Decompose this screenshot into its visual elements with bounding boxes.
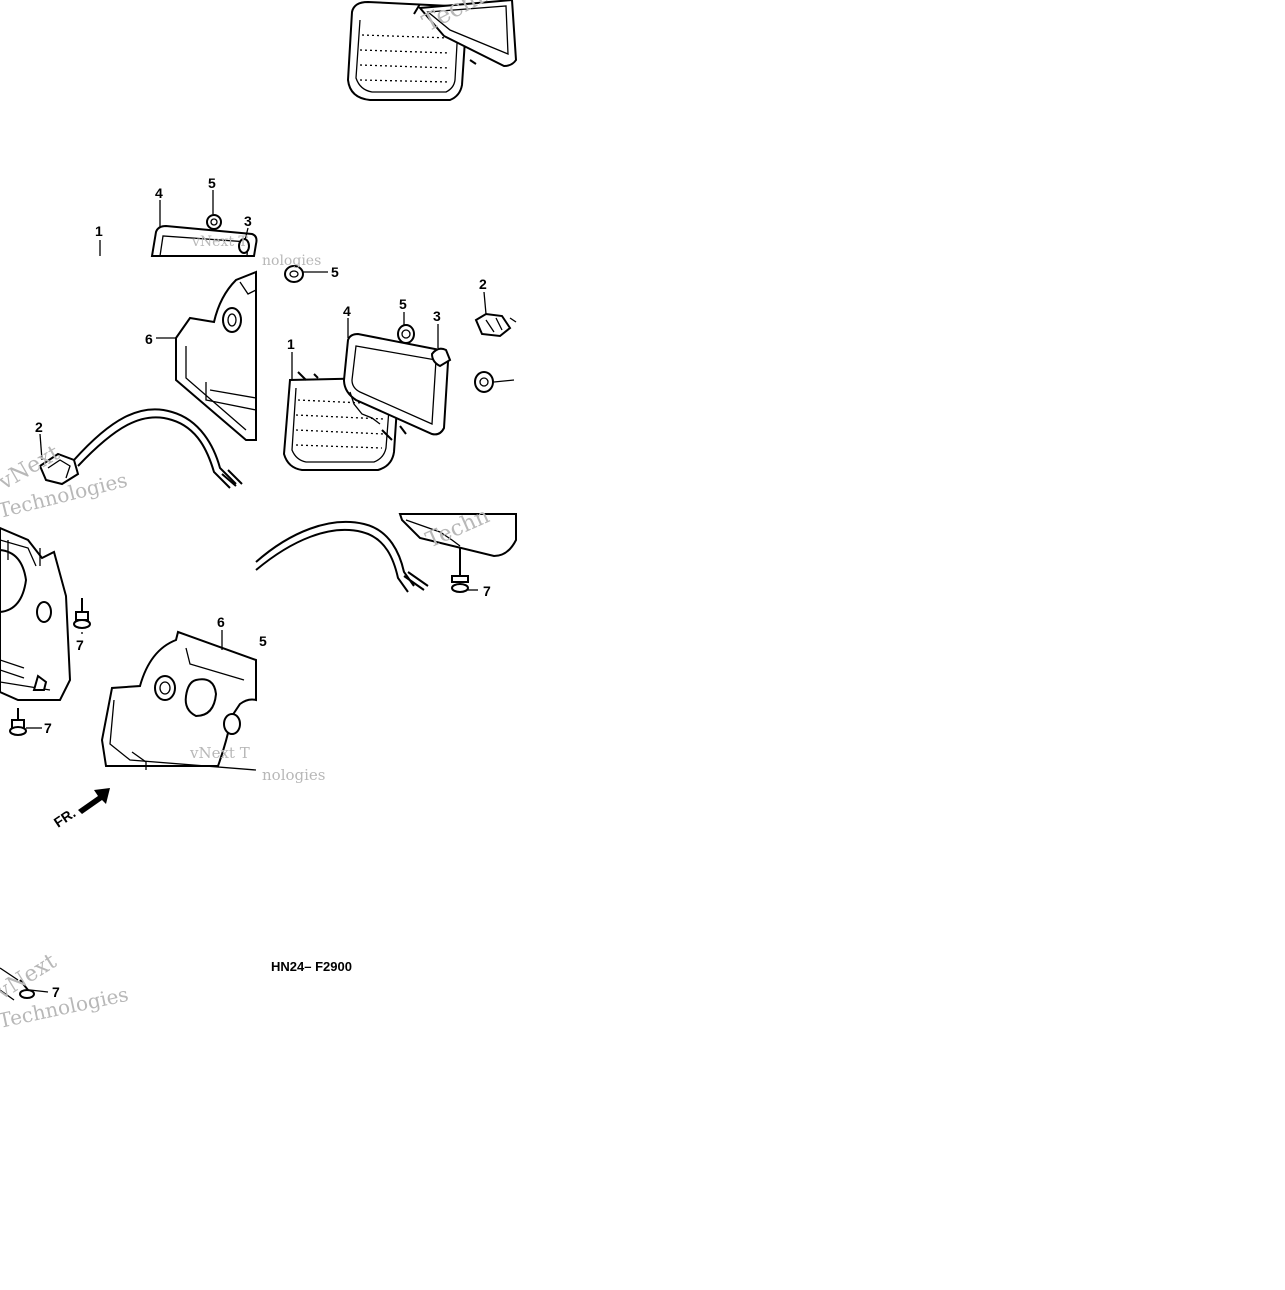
callout-5-left: 5 <box>208 175 216 191</box>
watermark-tile-b-center: nologies <box>262 766 326 784</box>
callout-7-left-b: 7 <box>44 720 52 736</box>
callout-5-center: 5 <box>259 633 267 649</box>
watermark-tile-c-top: vNext T <box>191 234 248 250</box>
callout-7-left-c: 7 <box>52 984 60 1000</box>
callout-1-right: 1 <box>287 336 295 352</box>
top-lamp-lens-fragment <box>346 0 518 101</box>
right-view-wire-harness <box>255 520 429 593</box>
callout-4-left: 4 <box>155 185 163 201</box>
front-label: FR. <box>51 805 79 831</box>
right-view-housing-fragment <box>398 513 517 593</box>
figure-code: HN24– F2900 <box>271 959 352 974</box>
callout-7-left-a: 7 <box>76 637 84 653</box>
callout-5-right: 5 <box>399 296 407 312</box>
left-view-wire-harness <box>38 408 243 489</box>
callout-3-left: 3 <box>244 213 252 229</box>
leader-lines <box>26 190 487 993</box>
watermark-tile-c-center: vNext T <box>189 744 250 762</box>
callout-numbers: 1 4 5 3 6 2 7 7 7 6 5 5 1 4 5 3 2 7 <box>35 175 491 1000</box>
left-view-housing <box>175 270 257 441</box>
callout-2-left: 2 <box>35 419 43 435</box>
callout-2-right: 2 <box>479 276 487 292</box>
callout-4-right: 4 <box>343 303 351 319</box>
left-view-gasket-fragment <box>150 214 258 257</box>
left-view-center-housing <box>100 630 257 771</box>
right-view-grommet-top <box>284 265 328 283</box>
right-view-socket <box>474 312 517 338</box>
right-view-bulb <box>430 347 452 368</box>
watermark-tile-b-top: nologies <box>262 253 321 269</box>
left-view-lower-bracket <box>0 526 72 701</box>
callout-6-left: 6 <box>145 331 153 347</box>
callout-6-center: 6 <box>217 614 225 630</box>
right-view-grommet-5 <box>397 324 415 344</box>
callout-3-right: 3 <box>433 308 441 324</box>
right-view-grommet-side <box>474 371 515 393</box>
left-view-screws <box>0 598 91 1001</box>
front-direction-arrow: FR. <box>51 788 110 830</box>
callout-5-right-top: 5 <box>331 264 339 280</box>
right-view-gasket <box>342 332 450 436</box>
callout-7-right: 7 <box>483 583 491 599</box>
callout-1-left: 1 <box>95 223 103 239</box>
